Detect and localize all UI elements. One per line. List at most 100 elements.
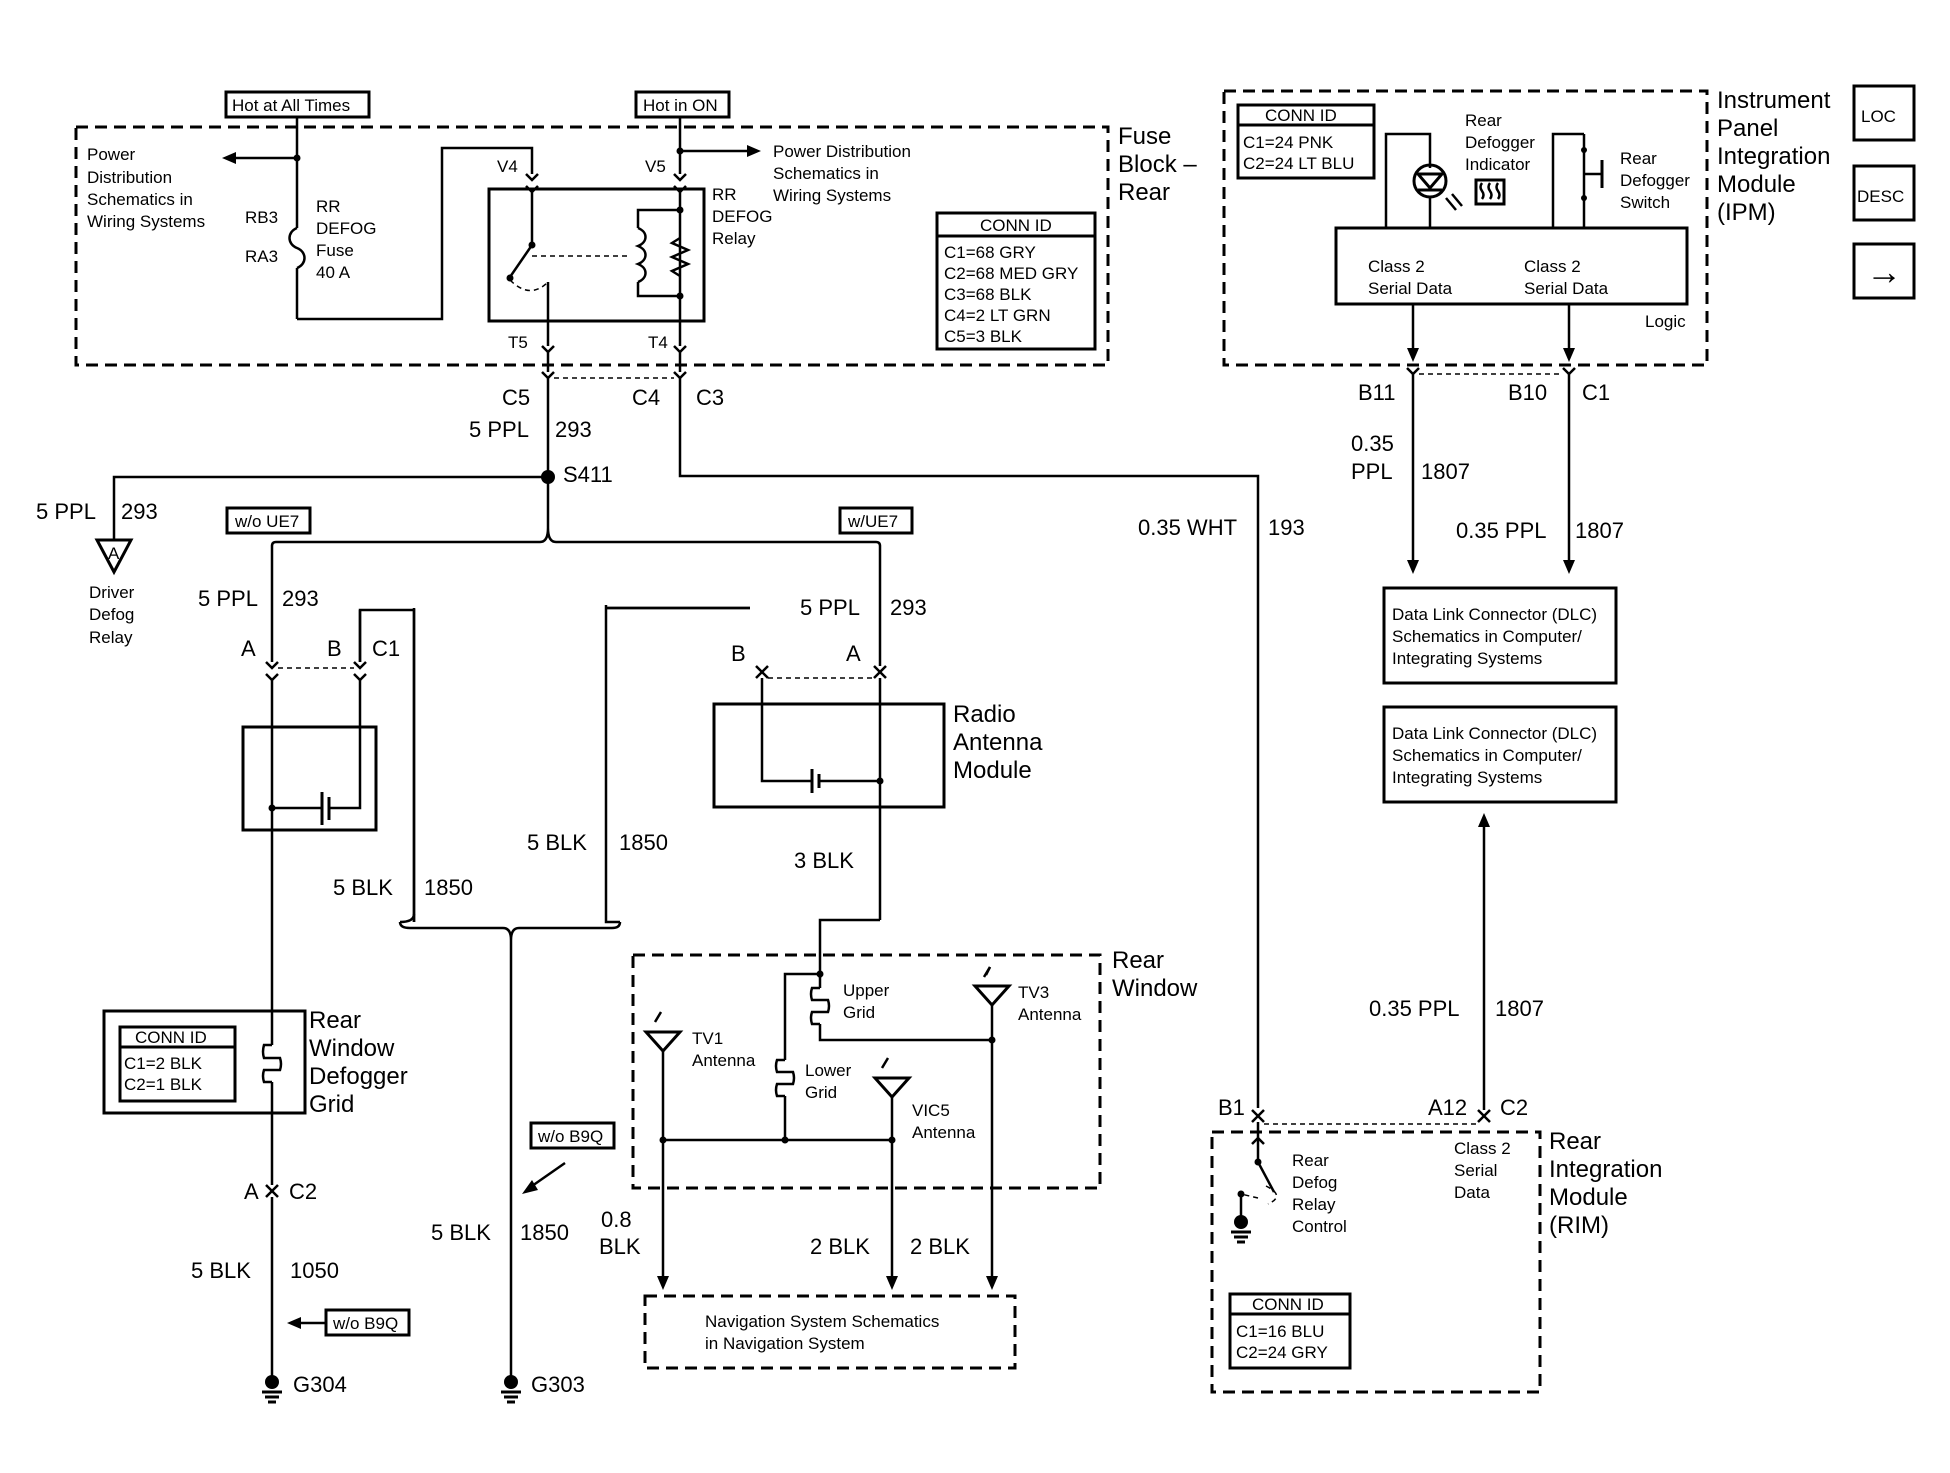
relay-switch-blade <box>508 244 534 278</box>
rear-window-defogger-grid-box <box>102 1009 307 1115</box>
navigation-system-box <box>643 1294 1017 1370</box>
driver-defog-relay-icon <box>94 538 134 576</box>
wo-b9q-label-bottom: w/o B9Q <box>332 1314 398 1333</box>
loc-button[interactable]: LOC <box>1852 84 1916 142</box>
connector-c1-left: C1 <box>372 636 400 661</box>
dlc-box-top <box>1382 586 1618 685</box>
next-page-button[interactable]: → <box>1852 242 1916 300</box>
arrow-down-icon <box>1563 560 1575 574</box>
connector-b1-rim: B1 <box>1218 1095 1245 1120</box>
driver-defog-relay-symbol: A <box>108 544 120 563</box>
v4-label: V4 <box>497 157 518 176</box>
wire-5blk-g303: 5 BLK <box>431 1220 491 1245</box>
connector-b11-label: B11 <box>1358 380 1396 405</box>
desc-button-label: DESC <box>1857 187 1904 206</box>
rear-window-outline <box>631 953 1102 1190</box>
ipm-outline <box>1222 89 1709 367</box>
arrow-down-icon <box>1407 348 1419 362</box>
arrow-up-icon <box>1478 813 1490 827</box>
grid-ground-module-box <box>241 725 378 832</box>
circuit-1807-right: 1807 <box>1575 518 1624 543</box>
grid-conn-id-title: CONN ID <box>135 1028 207 1047</box>
wire-035-ppl-right: 0.35 PPL <box>1456 518 1547 543</box>
wire-08-label: 0.8 <box>601 1207 632 1232</box>
t5-label: T5 <box>508 333 528 352</box>
c4-connector-label: C4 <box>632 385 660 410</box>
v5-label: V5 <box>645 157 666 176</box>
circuit-293-grid: 293 <box>282 586 319 611</box>
ipm-logic-box <box>1334 226 1689 306</box>
hot-at-all-times-label: Hot at All Times <box>232 96 350 115</box>
arrow-down-icon <box>986 1276 998 1290</box>
wire-2blk-tv3: 2 BLK <box>910 1234 970 1259</box>
circuit-293-driver: 293 <box>121 499 158 524</box>
rr-defog-relay-box <box>487 187 706 323</box>
tv1-antenna-icon <box>642 1030 684 1054</box>
wire-035-label: 0.35 <box>1351 431 1394 456</box>
fuse-block-outline <box>74 125 1110 367</box>
wire-5ppl-radio: 5 PPL <box>800 595 860 620</box>
ipm-conn-id-box <box>1236 103 1376 180</box>
circuit-1850-g303: 1850 <box>520 1220 569 1245</box>
next-arrow-icon: → <box>1866 251 1902 292</box>
connector-a12-rim: A12 <box>1428 1095 1467 1120</box>
rim-conn-id-box <box>1228 1292 1352 1370</box>
wo-b9q-tag-top <box>529 1121 616 1150</box>
connector-b10-label: B10 <box>1508 380 1547 405</box>
rr-defog-fuse-icon <box>288 226 306 270</box>
wire-5ppl-main: 5 PPL <box>469 417 529 442</box>
grid-conn-id-box <box>118 1025 237 1103</box>
relay-resistor-icon <box>668 236 692 278</box>
wire-3blk: 3 BLK <box>794 848 854 873</box>
dlc-label-top: Data Link Connector (DLC)Schematics in C… <box>1392 605 1597 668</box>
wire-5blk-g304: 5 BLK <box>191 1258 251 1283</box>
arrow-down-icon <box>1407 560 1419 574</box>
connector-b-radio: B <box>731 641 746 666</box>
splice-s411-label: S411 <box>563 462 613 487</box>
hot-in-on-label: Hot in ON <box>643 96 718 115</box>
relay-coil-icon <box>634 226 647 284</box>
desc-button[interactable]: DESC <box>1852 164 1916 222</box>
wire-5blk-middle: 5 BLK <box>527 830 587 855</box>
connector-a-radio: A <box>846 641 861 666</box>
circuit-1050: 1050 <box>290 1258 339 1283</box>
rim-relay-switch-blade <box>1256 1161 1276 1193</box>
tv3-antenna-icon <box>971 984 1013 1008</box>
connector-b-left: B <box>327 636 342 661</box>
wo-b9q-tag-bottom <box>324 1308 411 1337</box>
wire-ppl-label: PPL <box>1351 459 1393 484</box>
wire-08-blk-label: BLK <box>599 1234 641 1259</box>
wire-5blk-left: 5 BLK <box>333 875 393 900</box>
circuit-1807-left: 1807 <box>1421 459 1470 484</box>
vic5-antenna-icon <box>871 1076 913 1100</box>
radio-antenna-module-box <box>712 702 946 809</box>
hot-in-on-tag <box>634 90 731 119</box>
dlc-box-bottom <box>1382 705 1618 804</box>
arrow-down-left-icon <box>522 1180 538 1194</box>
wo-ue7-label: w/o UE7 <box>234 512 299 531</box>
dlc-label-bottom: Data Link Connector (DLC)Schematics in C… <box>1392 724 1597 787</box>
wire-5ppl-grid: 5 PPL <box>198 586 258 611</box>
wire-035-ppl-rim: 0.35 PPL <box>1369 996 1460 1021</box>
connector-a-left: A <box>241 636 256 661</box>
connector-a-grid: A <box>244 1179 259 1204</box>
